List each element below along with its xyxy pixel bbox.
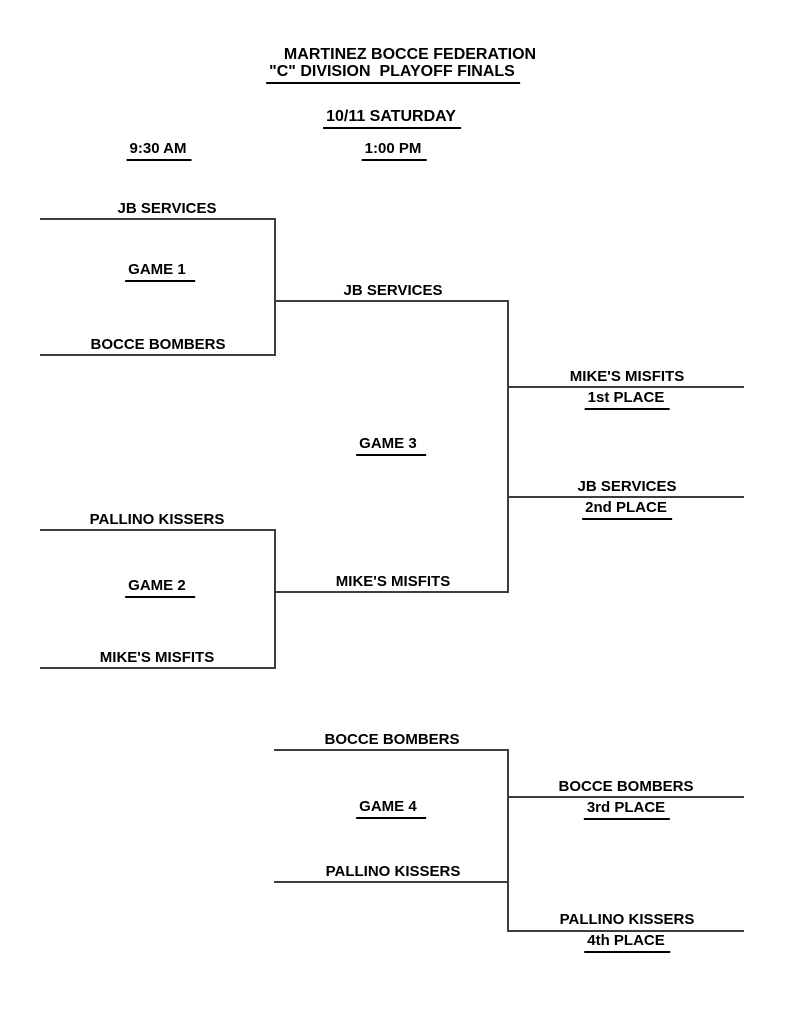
game1-bottom-line — [40, 354, 275, 356]
first-place-label: 1st PLACE — [584, 389, 670, 410]
game4-bottom-line — [274, 881, 509, 883]
game2-bracket-vline — [274, 529, 276, 669]
page-title: MARTINEZ BOCCE FEDERATION — [283, 46, 537, 63]
second-place-team-label: JB SERVICES — [577, 478, 677, 495]
game1-top-line — [40, 218, 275, 220]
game1-bracket-vline — [274, 218, 276, 356]
third-place-team-label: BOCCE BOMBERS — [558, 778, 694, 795]
round2-time: 1:00 PM — [361, 140, 427, 161]
page-subtitle: "C" DIVISION PLAYOFF FINALS — [266, 63, 520, 84]
first-place-line — [507, 386, 744, 388]
game2-label: GAME 2 — [125, 577, 195, 598]
fourth-place-label: 4th PLACE — [584, 932, 670, 953]
game4-bracket-vline — [507, 749, 509, 932]
second-place-label: 2nd PLACE — [582, 499, 672, 520]
game2-bottom-line — [40, 667, 275, 669]
third-place-label: 3rd PLACE — [583, 799, 671, 820]
game4-top-team-label: BOCCE BOMBERS — [324, 731, 460, 748]
game2-winner-line — [274, 591, 509, 593]
game4-label: GAME 4 — [356, 798, 426, 819]
game4-top-line — [274, 749, 509, 751]
game1-winner-line — [274, 300, 509, 302]
game2-bottom-team-label: MIKE'S MISFITS — [99, 649, 215, 666]
game3-bottom-team-label: MIKE'S MISFITS — [335, 573, 451, 590]
game2-top-line — [40, 529, 275, 531]
first-place-team-label: MIKE'S MISFITS — [569, 368, 685, 385]
event-date: 10/11 SATURDAY — [323, 108, 461, 129]
game2-top-team-label: PALLINO KISSERS — [89, 511, 225, 528]
third-place-line — [507, 796, 744, 798]
game4-bottom-team-label: PALLINO KISSERS — [325, 863, 461, 880]
fourth-place-line — [507, 930, 744, 932]
game1-label: GAME 1 — [125, 261, 195, 282]
game3-bracket-vline — [507, 300, 509, 593]
game1-bottom-team-label: BOCCE BOMBERS — [90, 336, 226, 353]
second-place-line — [507, 496, 744, 498]
round1-time: 9:30 AM — [126, 140, 192, 161]
game1-top-team-label: JB SERVICES — [117, 200, 217, 217]
fourth-place-team-label: PALLINO KISSERS — [559, 911, 695, 928]
game3-top-team-label: JB SERVICES — [343, 282, 443, 299]
game3-label: GAME 3 — [356, 435, 426, 456]
